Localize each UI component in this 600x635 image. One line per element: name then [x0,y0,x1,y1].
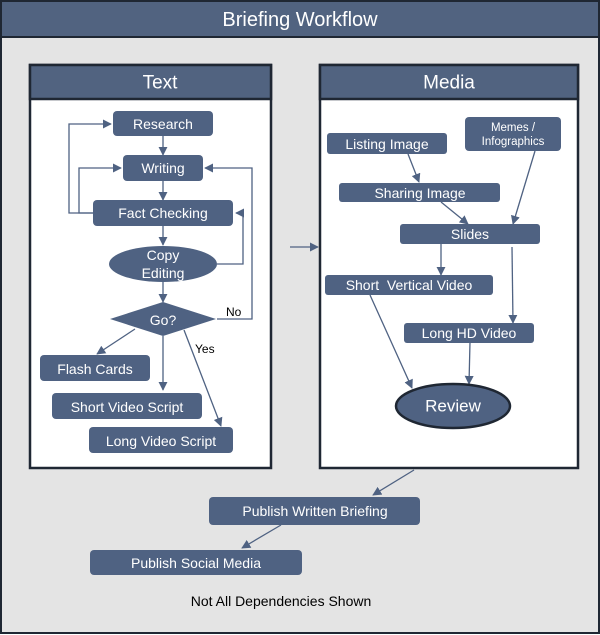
node-slides[interactable] [400,224,540,244]
node-long-video-script[interactable] [89,427,233,453]
label-publish-social-media: Publish Social Media [131,555,261,571]
node-flash-cards[interactable] [40,355,150,381]
label-fact-checking: Fact Checking [118,205,207,221]
label-copy-editing-2: Editing [142,265,185,281]
node-listing-image[interactable] [327,133,447,154]
label-slides: Slides [451,226,489,242]
edge-slides-longhd [508,246,518,324]
label-sharing-image: Sharing Image [374,185,465,201]
edge-publishwritten-publishsocial [241,524,282,549]
label-short-vertical-video: Short Vertical Video [346,277,473,293]
edge-label-yes: Yes [195,342,215,356]
edge-shortvertical-review [369,294,413,389]
text-panel-title: Text [143,73,179,94]
title-bar [0,0,600,38]
node-fact-checking[interactable] [93,200,233,226]
edge-sharing-slides [440,201,469,225]
node-memes-infographics[interactable] [465,117,561,151]
label-publish-written-briefing: Publish Written Briefing [242,503,387,519]
edge-listing-sharing [407,153,421,183]
edge-go-writing-no [204,163,253,320]
node-short-video-script[interactable] [52,393,202,419]
label-review: Review [425,397,481,416]
diagram-title: Briefing Workflow [222,9,378,31]
edge-label-no: No [226,305,242,319]
node-short-vertical-video[interactable] [325,275,493,295]
node-writing[interactable] [123,155,203,181]
label-writing: Writing [141,160,184,176]
edge-go-flashcards [96,328,136,355]
node-publish-written-briefing[interactable] [209,497,420,525]
label-long-hd-video: Long HD Video [422,325,517,341]
label-copy-editing-1: Copy [147,247,180,263]
edge-go-longscript-yes [183,329,223,427]
label-research: Research [133,116,193,132]
label-listing-image: Listing Image [345,136,428,152]
node-research[interactable] [113,111,213,136]
node-sharing-image[interactable] [339,183,500,202]
node-copy-editing[interactable] [109,246,217,282]
node-review[interactable] [394,382,512,430]
label-short-video-script: Short Video Script [71,399,184,415]
edge-memes-slides [511,150,536,225]
text-panel-header [28,63,273,101]
label-flash-cards: Flash Cards [57,361,132,377]
label-memes-1: Memes / [491,122,536,134]
node-publish-social-media[interactable] [90,550,302,575]
footnote: Not All Dependencies Shown [191,593,372,609]
node-long-hd-video[interactable] [404,323,534,343]
edge-review-publishwritten [372,469,415,496]
node-go-decision[interactable] [110,302,216,336]
edge-copyedit-factcheck-loop [217,208,245,265]
media-panel-title: Media [423,73,475,94]
label-memes-2: Infographics [482,136,545,148]
label-long-video-script: Long Video Script [106,433,216,449]
label-go: Go? [150,312,177,328]
edge-longhd-review [464,341,474,385]
media-panel-header [318,63,580,101]
edge-factcheck-writing-loop [78,163,122,214]
